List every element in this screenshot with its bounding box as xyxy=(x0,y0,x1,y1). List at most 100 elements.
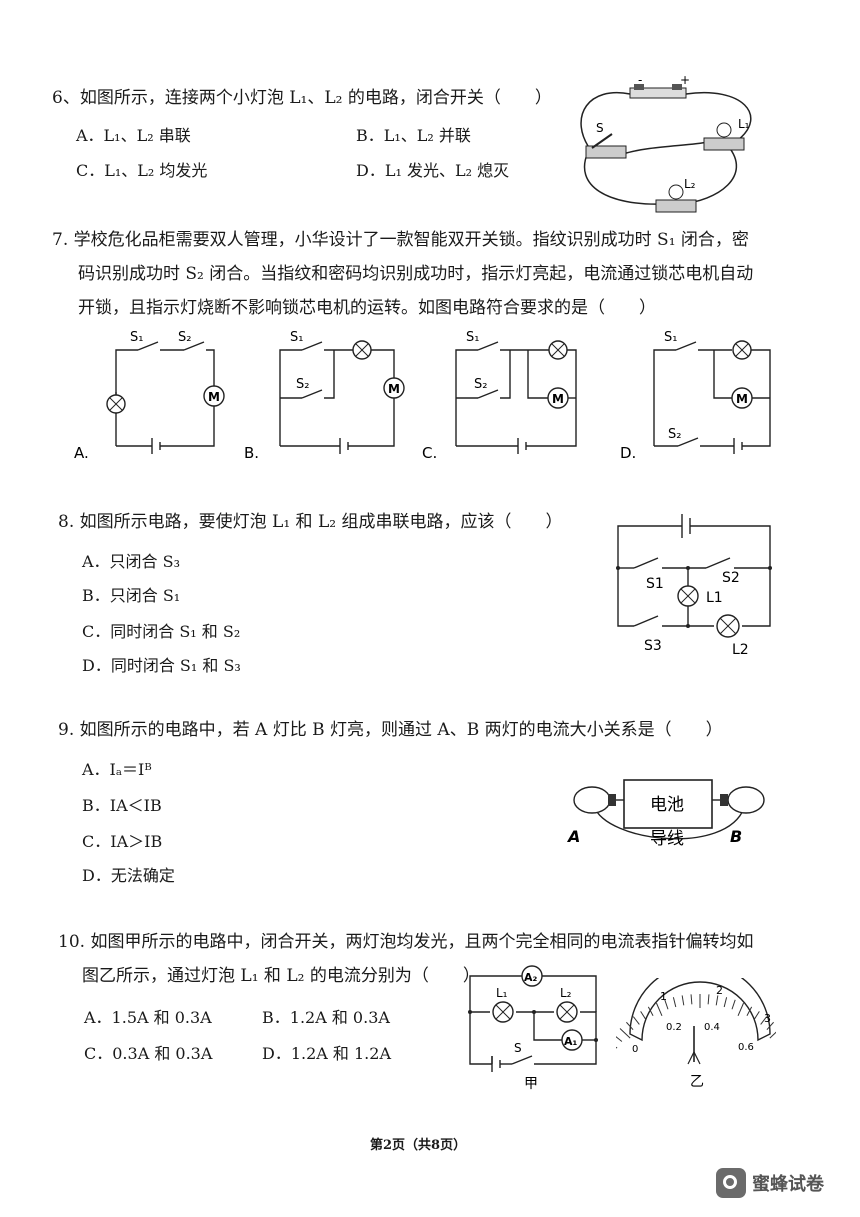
scale-tick xyxy=(632,1016,640,1025)
q8-circuit-figure: S1 S2 S3 L1 L2 xyxy=(616,514,772,658)
motor-icon: M xyxy=(731,387,753,409)
svg-text:L1: L1 xyxy=(706,590,723,606)
svg-text:A₁: A₁ xyxy=(564,1035,578,1048)
svg-text:0.6: 0.6 xyxy=(738,1042,754,1053)
svg-text:S: S xyxy=(596,121,604,135)
scale-tick xyxy=(760,1016,768,1025)
svg-text:电池: 电池 xyxy=(650,795,684,815)
q9-option-c: C．IA＞IB xyxy=(82,832,163,851)
q10-option-d: D．1.2A 和 1.2A xyxy=(262,1044,392,1063)
lamp-l1-icon xyxy=(677,585,699,607)
q10-option-c: C．0.3A 和 0.3A xyxy=(84,1044,213,1063)
q6-option-d: D．L₁ 发光、L₂ 熄灭 xyxy=(356,161,510,180)
svg-text:M: M xyxy=(552,392,564,406)
scale-tick xyxy=(753,1011,760,1021)
q6-option-b: B．L₁、L₂ 并联 xyxy=(356,126,471,145)
svg-text:甲: 甲 xyxy=(524,1076,538,1092)
scale-tick xyxy=(616,1036,623,1042)
svg-text:A₂: A₂ xyxy=(524,971,538,984)
bulb-a-icon xyxy=(573,786,616,814)
q9-option-d: D．无法确定 xyxy=(82,866,175,885)
watermark-text: 蜜蜂试卷 xyxy=(752,1174,824,1195)
ammeter-dial xyxy=(616,978,776,1049)
q7-figure-d: M S₁ S₂ D. xyxy=(620,330,771,462)
q6-circuit-figure: - + S L₁ L₂ xyxy=(580,76,752,213)
lamp-icon xyxy=(352,340,372,360)
svg-text:S₂: S₂ xyxy=(296,377,309,392)
q9-circuit-figure: 电池 导线 A B xyxy=(566,779,765,849)
scale-tick xyxy=(737,1002,745,1017)
svg-text:M: M xyxy=(388,382,400,396)
scale-tick xyxy=(647,1006,654,1016)
svg-text:2: 2 xyxy=(716,984,723,997)
svg-text:S₁: S₁ xyxy=(290,330,303,345)
q10-stem-line2: 图乙所示，通过灯泡 L₁ 和 L₂ 的电流分别为（ ） xyxy=(82,966,480,986)
q10-stem: 10. 如图甲所示的电路中，闭合开关，两灯泡均发光，且两个完全相同的电流表指针偏… xyxy=(58,932,754,952)
battery-icon xyxy=(629,84,687,99)
ammeter-a2-icon: A₂ xyxy=(521,965,543,987)
svg-text:S₁: S₁ xyxy=(466,330,479,345)
q8-option-d: D．同时闭合 S₁ 和 S₃ xyxy=(82,656,241,675)
svg-text:A: A xyxy=(566,827,580,846)
q10-option-b: B．1.2A 和 0.3A xyxy=(262,1008,390,1027)
svg-text:M: M xyxy=(208,390,220,404)
page-footer: 第2页（共8页） xyxy=(370,1138,467,1153)
svg-text:S₁: S₁ xyxy=(130,330,143,345)
svg-text:S3: S3 xyxy=(644,638,662,654)
scale-tick xyxy=(690,994,693,1005)
lamp-icon xyxy=(548,340,568,360)
scale-tick xyxy=(672,997,677,1008)
q6-option-c: C．L₁、L₂ 均发光 xyxy=(76,161,208,180)
watermark: 蜜蜂试卷 xyxy=(716,1168,824,1198)
lamp-l2-icon xyxy=(716,614,740,638)
lamp-l2-icon xyxy=(556,1001,578,1023)
q7-figure-c: M S₁ S₂ C. xyxy=(422,330,577,462)
svg-text:-: - xyxy=(638,76,642,87)
svg-text:0: 0 xyxy=(632,1044,638,1055)
scale-tick xyxy=(655,1002,663,1017)
svg-text:D.: D. xyxy=(620,444,636,462)
scale-tick xyxy=(664,999,669,1010)
q8-option-a: A．只闭合 S₃ xyxy=(82,552,181,571)
q10-option-a: A．1.5A 和 0.3A xyxy=(84,1008,212,1027)
svg-text:1: 1 xyxy=(660,990,667,1003)
q10-figure-jia: A₂ A₁ L₁ L₂ S 甲 xyxy=(468,965,598,1092)
svg-text:L₁: L₁ xyxy=(738,117,750,131)
q10-figure-yi-ammeter: 1 2 3 0 0.2 0.4 0.6 乙 xyxy=(616,978,776,1090)
scale-tick xyxy=(619,1028,631,1039)
svg-text:C.: C. xyxy=(422,444,437,462)
svg-text:乙: 乙 xyxy=(690,1074,704,1090)
q8-stem: 8. 如图所示电路，要使灯泡 L₁ 和 L₂ 组成串联电路，应该（ ） xyxy=(58,512,563,532)
q7-figure-b: M S₁ S₂ B. xyxy=(244,330,405,462)
svg-text:B: B xyxy=(730,827,742,846)
svg-text:S2: S2 xyxy=(722,570,740,586)
svg-text:S₂: S₂ xyxy=(668,427,681,442)
svg-text:0.4: 0.4 xyxy=(704,1022,720,1033)
motor-icon: M xyxy=(547,387,569,409)
svg-text:S₁: S₁ xyxy=(664,330,677,345)
svg-text:L2: L2 xyxy=(732,642,749,658)
scale-tick xyxy=(723,997,728,1008)
q6-stem: 6、如图所示，连接两个小灯泡 L₁、L₂ 的电路，闭合开关（ ） xyxy=(52,88,552,108)
scale-tick xyxy=(640,1011,647,1021)
switch-icon xyxy=(585,133,627,159)
svg-text:S₂: S₂ xyxy=(474,377,487,392)
q8-option-c: C．同时闭合 S₁ 和 S₂ xyxy=(82,622,241,641)
q6-option-a: A．L₁、L₂ 串联 xyxy=(76,126,191,145)
scale-tick xyxy=(766,1021,774,1031)
svg-text:L₁: L₁ xyxy=(496,986,508,1000)
scale-tick xyxy=(746,1006,753,1016)
svg-text:M: M xyxy=(736,392,748,406)
lamp-icon xyxy=(732,340,752,360)
svg-text:L₂: L₂ xyxy=(684,177,696,191)
svg-text:B.: B. xyxy=(244,444,259,462)
scale-tick xyxy=(715,995,719,1006)
q9-option-a: A．Iₐ＝Iᴮ xyxy=(82,760,152,779)
q7-stem-line3: 开锁，且指示灯烧断不影响锁芯电机的运转。如图电路符合要求的是（ ） xyxy=(78,298,656,318)
scale-tick xyxy=(707,994,710,1005)
ammeter-a1-icon: A₁ xyxy=(561,1029,583,1051)
svg-text:L₂: L₂ xyxy=(560,986,572,1000)
q7-figure-a: M S₁ S₂ A. xyxy=(74,330,225,462)
scale-tick xyxy=(616,1046,618,1049)
bulb-l2-icon xyxy=(655,184,697,213)
